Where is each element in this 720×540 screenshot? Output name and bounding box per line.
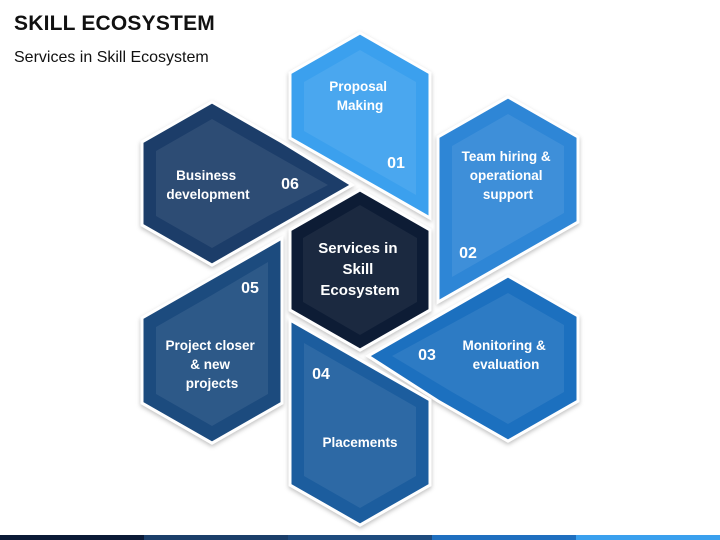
- segment-06-inner: [156, 119, 328, 248]
- center-hexagon: Services in Skill Ecosystem: [288, 188, 432, 352]
- segment-03-number: 03: [418, 347, 436, 364]
- segment-01-number: 01: [387, 155, 405, 172]
- segment-01-inner: [304, 50, 416, 195]
- segment-03-inner: [392, 293, 564, 424]
- bottom-bar-stripe: [0, 535, 144, 540]
- segment-01-shape: [288, 31, 432, 221]
- center-hexagon-inner: [303, 205, 417, 335]
- segment-04-shape: [288, 317, 432, 527]
- bottom-bar-stripe: [288, 535, 432, 540]
- segment-02-number: 02: [459, 245, 477, 262]
- segment-06[interactable]: Business development 06: [140, 100, 355, 267]
- bottom-color-bar: [0, 535, 720, 540]
- segment-05[interactable]: Project closer & new projects 05: [140, 235, 284, 445]
- center-hexagon-shape: [288, 188, 432, 352]
- segment-06-shape: [140, 100, 355, 267]
- segment-05-number: 05: [241, 280, 259, 297]
- segment-06-number: 06: [281, 176, 299, 193]
- center-label: Services in Skill Ecosystem: [318, 240, 401, 299]
- segment-02[interactable]: Team hiring & operational support 02: [436, 95, 580, 305]
- segment-01[interactable]: Proposal Making 01: [288, 31, 432, 221]
- page-subtitle: Services in Skill Ecosystem: [14, 49, 209, 66]
- segment-01-label: Proposal Making: [329, 79, 391, 113]
- segment-04[interactable]: Placements 04: [288, 317, 432, 527]
- segment-04-number: 04: [312, 366, 330, 383]
- segment-04-label: Placements: [322, 435, 397, 450]
- bottom-bar-stripe: [144, 535, 288, 540]
- segment-05-label: Project closer & new projects: [165, 338, 258, 391]
- segment-06-label: Business development: [166, 168, 250, 202]
- segment-02-label: Team hiring & operational support: [462, 149, 555, 202]
- bottom-bar-stripe: [432, 535, 576, 540]
- page-title: SKILL ECOSYSTEM: [14, 12, 215, 35]
- segment-05-inner: [156, 262, 268, 426]
- segment-02-shape: [436, 95, 580, 305]
- segment-05-shape: [140, 235, 284, 445]
- segment-04-inner: [304, 343, 416, 508]
- bottom-bar-stripe: [576, 535, 720, 540]
- segment-03-label: Monitoring & evaluation: [463, 338, 550, 372]
- segment-02-inner: [452, 114, 564, 277]
- segment-03-shape: [365, 274, 580, 443]
- segment-03[interactable]: Monitoring & evaluation 03: [365, 274, 580, 443]
